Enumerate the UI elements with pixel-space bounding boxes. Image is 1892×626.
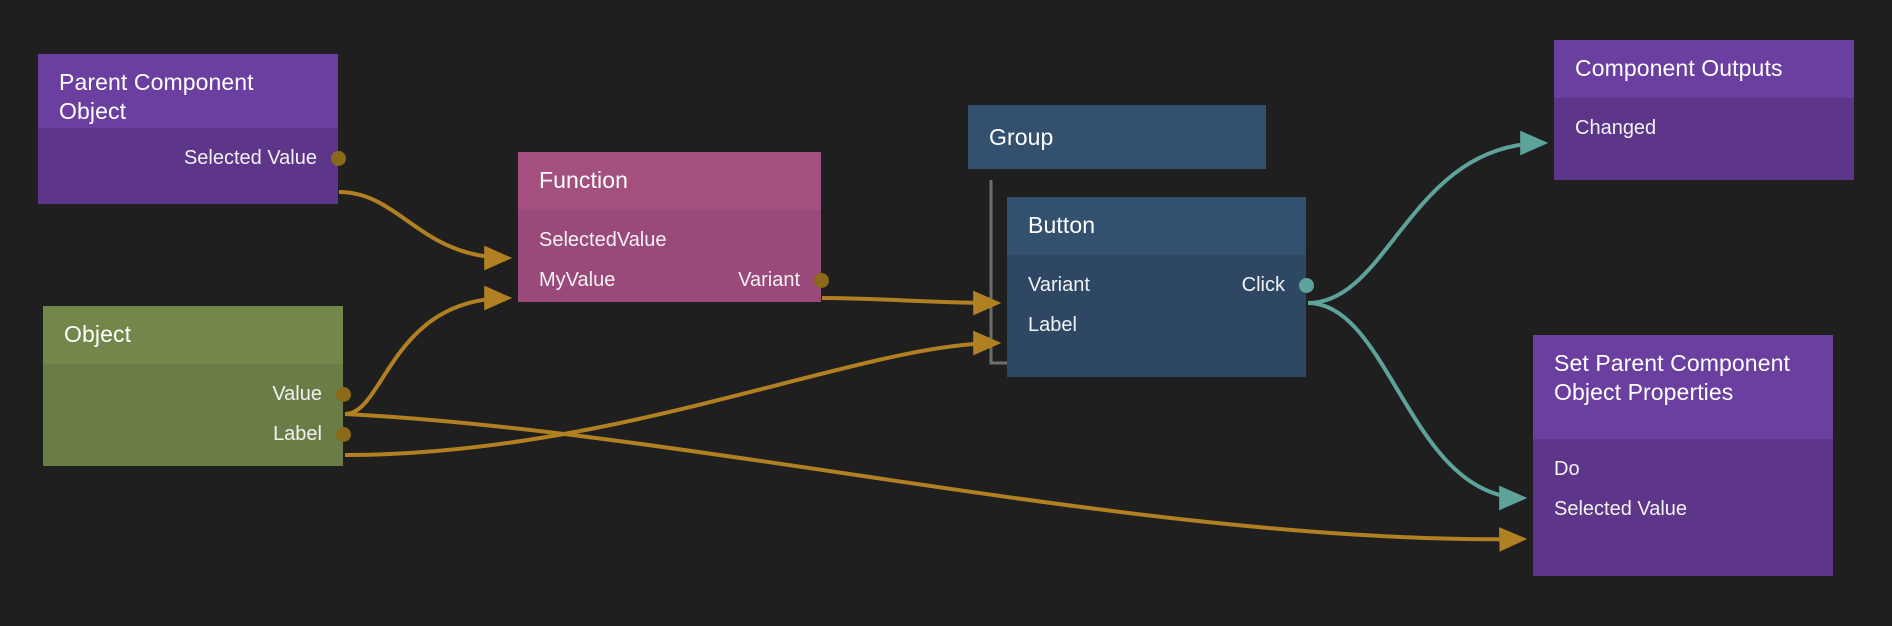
- node-group[interactable]: Group: [968, 105, 1266, 169]
- port-label: Selected Value: [1554, 498, 1688, 520]
- port-label-output: Variant: [738, 269, 800, 291]
- node-title: Button: [1007, 197, 1306, 255]
- port-row-changed[interactable]: Changed: [1554, 108, 1854, 148]
- node-parent-component-object[interactable]: Parent Component Object Selected Value: [38, 54, 346, 204]
- port-label: Label: [273, 423, 322, 445]
- port-row-label[interactable]: Label: [1007, 305, 1306, 345]
- port-row-selected-value[interactable]: Selected Value: [38, 138, 346, 178]
- output-port-dot[interactable]: [335, 386, 351, 402]
- output-port-dot[interactable]: [1298, 277, 1314, 293]
- node-button[interactable]: Button Variant Click Label: [1007, 197, 1314, 377]
- output-port-dot[interactable]: [813, 272, 829, 288]
- port-label: SelectedValue: [539, 229, 667, 251]
- port-row-do[interactable]: Do: [1533, 449, 1833, 489]
- node-function[interactable]: Function SelectedValue MyValue Variant: [518, 152, 829, 302]
- port-label: Value: [272, 383, 322, 405]
- node-body: Do Selected Value: [1533, 439, 1833, 576]
- node-title: Set Parent Component Object Properties: [1533, 335, 1833, 439]
- edge-value-to-myvalue: [344, 285, 513, 416]
- node-title: Parent Component Object: [38, 54, 338, 128]
- port-row-selected-value[interactable]: Selected Value: [1533, 489, 1833, 529]
- port-row-value[interactable]: Value: [43, 374, 351, 414]
- node-body: Selected Value: [38, 128, 346, 204]
- node-body: Value Label: [43, 364, 351, 466]
- node-component-outputs[interactable]: Component Outputs Changed: [1554, 40, 1854, 180]
- output-port-dot[interactable]: [335, 426, 351, 442]
- node-title: Group: [968, 105, 1266, 169]
- edge-variant-to-button-variant: [821, 290, 1002, 316]
- port-row-selectedvalue[interactable]: SelectedValue: [518, 220, 821, 260]
- port-row-variant-click[interactable]: Variant Click: [1007, 265, 1314, 305]
- node-body: Variant Click Label: [1007, 255, 1314, 377]
- edge-label-to-button-label: [344, 330, 1002, 457]
- port-label-input: Variant: [1028, 274, 1090, 296]
- port-label: Selected Value: [183, 147, 317, 169]
- edge-click-to-changed: [1307, 130, 1549, 305]
- port-row-myvalue-variant[interactable]: MyValue Variant: [518, 260, 829, 300]
- node-set-parent-component-object-properties[interactable]: Set Parent Component Object Properties D…: [1533, 335, 1833, 576]
- port-label: Label: [1028, 314, 1077, 336]
- output-port-dot[interactable]: [330, 150, 346, 166]
- node-title: Function: [518, 152, 821, 210]
- port-label: Changed: [1575, 117, 1657, 139]
- node-body: Changed: [1554, 98, 1854, 180]
- node-body: SelectedValue MyValue Variant: [518, 210, 829, 302]
- edge-value-to-setparent-selectedvalue: [344, 412, 1528, 552]
- edge-click-to-do: [1307, 301, 1528, 511]
- node-title: Object: [43, 306, 343, 364]
- port-label: Do: [1554, 458, 1580, 480]
- edge-selectedvalue-to-function: [338, 190, 513, 271]
- port-label-output: Click: [1241, 274, 1285, 296]
- port-row-label[interactable]: Label: [43, 414, 351, 454]
- node-title: Component Outputs: [1554, 40, 1854, 98]
- port-label-input: MyValue: [539, 269, 616, 291]
- node-object[interactable]: Object Value Label: [43, 306, 351, 466]
